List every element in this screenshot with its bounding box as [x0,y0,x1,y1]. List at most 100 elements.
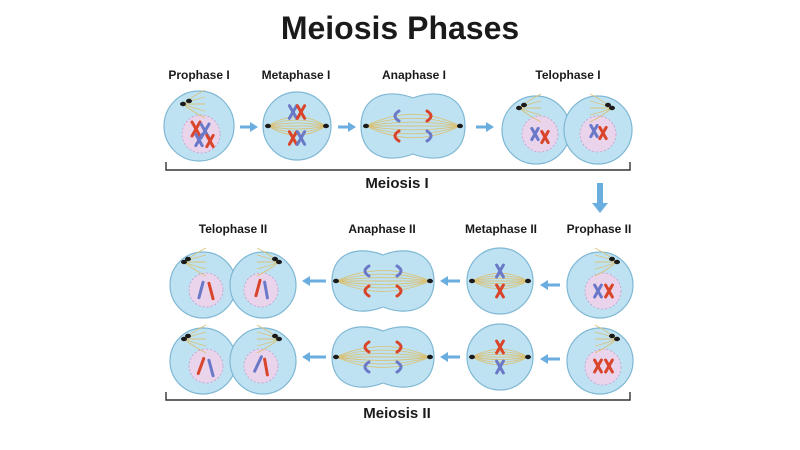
centrosome [457,123,463,129]
spindle-fibers [365,113,461,139]
spindle-fiber [471,351,529,358]
label-meiosis-1: Meiosis I [365,175,429,192]
arrow-down-icon [592,183,608,213]
chromosome-blue [530,126,540,142]
cell-prophase-1 [163,89,235,162]
spindle-fiber [267,125,327,130]
centrosome [276,259,282,265]
arrow-head [592,203,608,213]
chromatid-blue [253,355,263,373]
cell-anaphase-1 [360,93,466,159]
spindle-fibers [471,348,529,366]
chromatid [604,283,614,299]
chromatid [295,104,307,120]
chromosome-red [295,104,307,120]
centrosome [609,256,615,262]
label-anaphase-1: Anaphase I [381,68,447,82]
arrow-right-icon [338,122,356,132]
spindle-fiber [335,353,431,358]
centrosome [614,336,620,342]
cell-metaphase-2-bottom [466,323,534,391]
centrosome [427,278,433,284]
centrosome [276,336,282,342]
chromosome-arm [395,340,403,354]
arrow-head [348,122,356,132]
cell-metaphase-2-top [466,247,534,315]
spindle-fibers [335,346,431,368]
chromosome-red [495,283,505,299]
cell-prophase-2-top [566,247,634,319]
chromatid [287,130,299,146]
label-prophase-2: Prophase II [566,222,632,236]
nucleus [243,272,279,308]
spindle-fiber [365,121,461,127]
chromatid [190,120,202,138]
nucleus [579,115,617,153]
nucleus [584,272,622,310]
chromosome-red [604,283,614,299]
label-anaphase-2: Anaphase II [348,222,416,236]
spindle-fiber [471,280,529,285]
chromosome-arm [363,340,371,354]
chromosome-arm [393,109,401,123]
label-prophase-1: Prophase I [168,68,230,82]
arrow-left-icon [440,352,460,362]
arrow-head [440,276,448,286]
spindle-fiber [365,125,461,135]
arrow-head [540,280,548,290]
spindle-fiber [471,353,529,358]
chromosome-red [190,120,202,138]
arrow-right-icon [240,122,258,132]
chromatid-blue [207,358,215,378]
spindle-fibers [335,270,431,292]
chromatid [205,133,215,149]
chromatid [589,123,599,139]
spindle-fiber [365,125,461,139]
arrow-head [440,352,448,362]
centrosome [272,333,278,339]
spindle-fiber [335,280,431,289]
chromatid [196,356,206,376]
chromosome-red [593,358,603,374]
nucleus [188,348,224,384]
chromatid [593,283,603,299]
spindle-fiber [365,117,461,127]
chromatid [540,129,550,145]
spindle-fiber [335,280,431,285]
nucleus [584,348,622,386]
centrosome [186,98,192,104]
centrosome [185,256,191,262]
chromosome-blue [194,132,204,148]
chromatid [593,358,603,374]
chromosome-red [598,125,608,141]
cell-metaphase-1 [262,91,332,161]
chromatid-red [207,281,215,301]
centrosome [333,278,339,284]
chromatid-red [254,278,262,298]
spindle-fiber [335,349,431,358]
spindle-fiber [471,280,529,287]
spindle-fiber [335,273,431,282]
chromatid [495,283,505,299]
spindle-fiber [471,277,529,282]
centrosome [614,259,620,265]
arrow-head [250,122,258,132]
chromatid [530,126,540,142]
centrosome [525,354,531,360]
arrow-left-icon [540,280,560,290]
centrosome [609,105,615,111]
spindle-fiber [471,356,529,363]
spindle-fiber [471,356,529,361]
bracket-meiosis-1 [165,162,631,171]
spindle-fiber [335,277,431,282]
chromosome-red [205,133,215,149]
diagram-title: Meiosis Phases [280,10,520,46]
chromatid [263,357,269,377]
spindle-fiber [335,356,431,361]
centrosome [181,336,187,342]
chromosome-arm [395,264,403,278]
spindle-fiber [267,119,327,127]
chromosome-arm [363,284,371,298]
chromosome-blue [593,283,603,299]
centrosome [469,278,475,284]
